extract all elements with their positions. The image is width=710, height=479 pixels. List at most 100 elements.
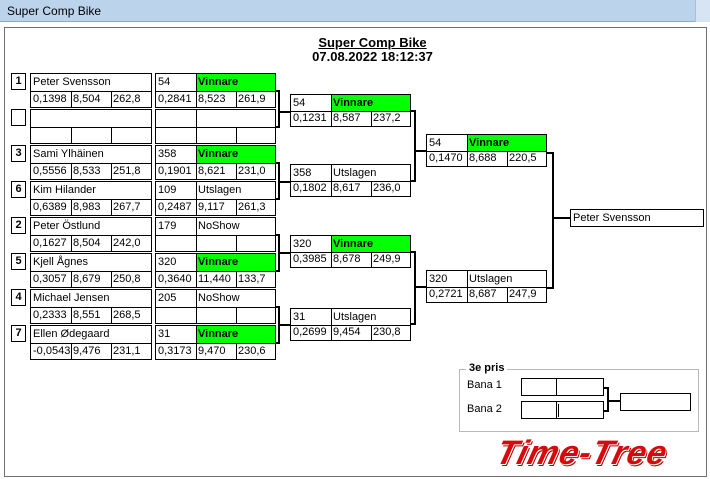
bracket-connector <box>604 387 609 389</box>
heat-stat <box>196 307 236 323</box>
bracket-connector <box>278 181 290 183</box>
rider-name: Kim Hilander <box>33 184 96 196</box>
rider-stat: 0,2333 <box>33 309 67 321</box>
seed-box: 5 <box>11 253 26 270</box>
rider-stat: 0,5556 <box>33 165 67 177</box>
heat-stat: 8,621 <box>198 165 226 177</box>
rider-stat: 0,1398 <box>33 93 67 105</box>
heat-stat: 8,587 <box>333 112 361 124</box>
heat-stat: 8,687 <box>469 288 497 300</box>
heat-status: NoShow <box>198 220 240 232</box>
lane1-label: Bana 1 <box>467 379 502 391</box>
window-title: Super Comp Bike <box>7 4 102 18</box>
rider-name: Peter Östlund <box>33 220 101 232</box>
rider-stat <box>31 127 71 143</box>
rider-stat: 268,5 <box>113 309 141 321</box>
third-place-group <box>459 369 699 432</box>
heat-stat: 9,470 <box>198 345 226 357</box>
bib-number: 109 <box>158 184 177 196</box>
rider-stat: 242,0 <box>113 237 141 249</box>
heat-stat <box>196 235 236 251</box>
bib-number: 54 <box>429 137 442 149</box>
rider-stat: 0,6389 <box>33 201 67 213</box>
seed-box: 7 <box>11 325 26 342</box>
heat-stat: 11,440 <box>198 273 231 285</box>
heat-stat: 133,7 <box>238 273 266 285</box>
third-place-winner-box[interactable] <box>620 393 691 411</box>
heat-result-box[interactable] <box>155 109 276 144</box>
seed-box <box>11 109 26 126</box>
heat-stat: 9,454 <box>333 326 361 338</box>
rider-stat: 0,1627 <box>33 237 67 249</box>
rider-name: Sami Ylhäinen <box>33 148 104 160</box>
heat-stat: 0,3640 <box>158 273 192 285</box>
bib-number: 358 <box>158 148 177 160</box>
heat-stat: 237,2 <box>373 112 401 124</box>
lane2-label: Bana 2 <box>467 403 502 415</box>
heat-stat: 231,0 <box>238 165 266 177</box>
bib-number <box>156 110 196 127</box>
heat-stat <box>236 307 276 323</box>
rider-box[interactable]: Michael Jensen 0,2333 8,551 268,5 <box>30 289 152 324</box>
heat-status: Utslagen <box>333 311 377 323</box>
final-winner-box[interactable]: Peter Svensson <box>570 209 704 227</box>
heat-status: Vinnare <box>196 146 275 163</box>
rider-stat: 8,679 <box>73 273 101 285</box>
rider-box[interactable] <box>30 109 152 144</box>
bracket-connector <box>278 111 290 113</box>
time-tree-logo: Time-Tree <box>492 434 673 472</box>
heat-status: Vinnare <box>196 74 275 91</box>
heat-status: Utslagen <box>469 273 513 285</box>
bracket-connector <box>604 410 609 412</box>
rider-name: Kjell Ågnes <box>33 256 89 268</box>
heat-stat: 220,5 <box>509 152 537 164</box>
lane2-box[interactable] <box>521 401 604 419</box>
event-datetime: 07.08.2022 18:12:37 <box>312 49 433 64</box>
heat-stat: 8,678 <box>333 253 361 265</box>
rider-name: Michael Jensen <box>33 292 110 304</box>
heat-stat: 230,8 <box>373 326 401 338</box>
rider-box[interactable]: Peter Östlund 0,1627 8,504 242,0 <box>30 217 152 252</box>
window-titlebar[interactable]: Super Comp Bike <box>0 0 710 22</box>
bracket-connector <box>414 150 426 152</box>
bracket-connector <box>547 152 554 154</box>
bracket-connector <box>607 387 609 412</box>
rider-stat: -0,0543 <box>33 345 71 357</box>
rider-stat: 8,533 <box>73 165 101 177</box>
heat-stat: 261,3 <box>238 201 266 213</box>
heat-stat <box>156 235 196 251</box>
rider-name <box>31 110 151 127</box>
lane1-box[interactable] <box>521 378 604 396</box>
bib-number: 320 <box>158 256 177 268</box>
rider-stat: 8,504 <box>73 237 101 249</box>
rider-stat <box>111 127 151 143</box>
rider-stat: 231,1 <box>113 345 141 357</box>
bracket-connector <box>278 90 280 128</box>
rider-stat: 262,8 <box>113 93 141 105</box>
heat-stat: 261,9 <box>238 93 266 105</box>
bracket-connector <box>411 251 416 253</box>
heat-status: Vinnare <box>331 236 410 252</box>
heat-stat: 9,117 <box>198 201 225 213</box>
seed-box: 2 <box>11 217 26 234</box>
heat-stat: 247,9 <box>509 288 537 300</box>
rider-stat: 8,551 <box>73 309 101 321</box>
